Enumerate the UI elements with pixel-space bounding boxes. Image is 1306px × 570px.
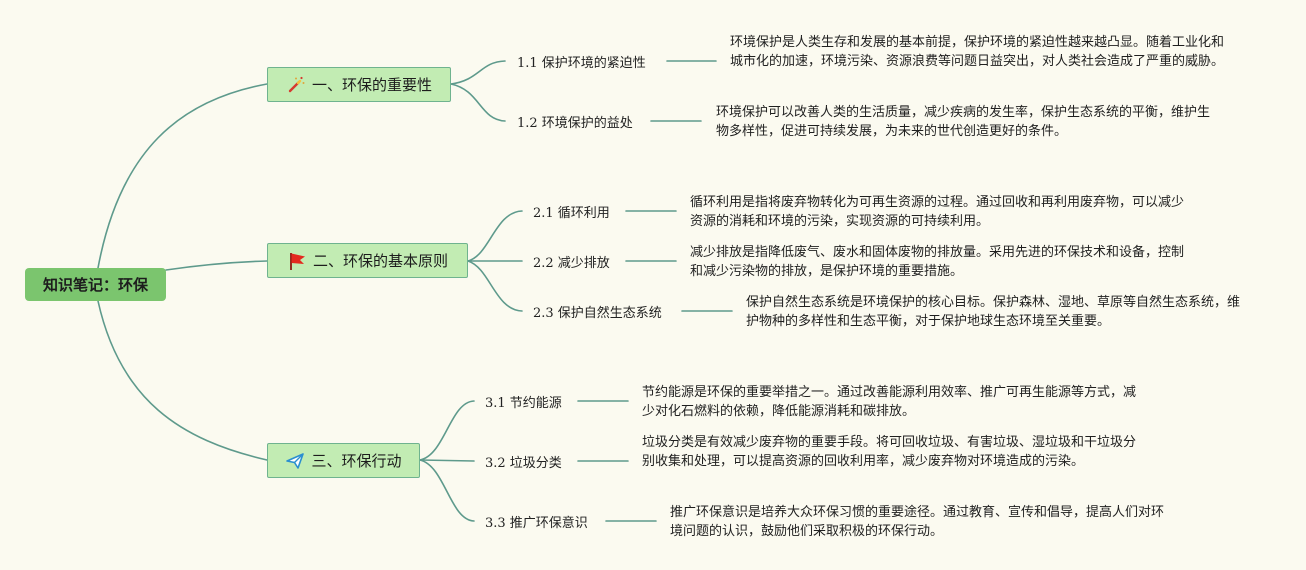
description-2-2: 减少排放是指降低废气、废水和固体废物的排放量。采用先进的环保技术和设备，控制和减… — [690, 245, 1185, 279]
description-2-1: 循环利用是指将废弃物转化为可再生资源的过程。通过回收和再利用废弃物，可以减少资源… — [690, 195, 1185, 229]
paper-plane-icon — [285, 451, 305, 471]
description-3-2: 垃圾分类是有效减少废弃物的重要手段。将可回收垃圾、有害垃圾、湿垃圾和干垃圾分别收… — [642, 435, 1137, 469]
subtopic-2-3[interactable]: 2.3 保护自然生态系统 — [533, 306, 662, 321]
subtopic-1-1[interactable]: 1.1 保护环境的紧迫性 — [517, 56, 646, 71]
connector-root-branch-3 — [97, 300, 268, 461]
description-2-3: 保护自然生态系统是环境保护的核心目标。保护森林、湿地、草原等自然生态系统，维护物… — [746, 295, 1241, 329]
subtopic-2-1[interactable]: 2.1 循环利用 — [533, 206, 610, 221]
subtopic-3-2[interactable]: 3.2 垃圾分类 — [485, 456, 562, 471]
connector-b3-s1 — [419, 400, 475, 461]
connector-root-branch-2 — [165, 260, 268, 271]
connector-b3-s3 — [419, 459, 475, 522]
root-node[interactable]: 知识笔记：环保 — [25, 268, 166, 301]
description-3-3: 推广环保意识是培养大众环保习惯的重要途径。通过教育、宣传和倡导，提高人们对环境问… — [670, 505, 1165, 539]
subtopic-1-2[interactable]: 1.2 环境保护的益处 — [517, 116, 633, 131]
branch-importance[interactable]: 一、环保的重要性 — [267, 67, 451, 102]
branch-principles[interactable]: 二、环保的基本原则 — [267, 243, 468, 278]
connector-b3-s2 — [419, 459, 475, 462]
connector-b2-s3 — [467, 260, 523, 312]
branch-actions[interactable]: 三、环保行动 — [267, 443, 420, 478]
connector-b2-s1 — [467, 210, 523, 262]
description-1-2: 环境保护可以改善人类的生活质量，减少疾病的发生率，保护生态系统的平衡，维护生物多… — [716, 105, 1211, 139]
subtopic-3-1[interactable]: 3.1 节约能源 — [485, 396, 562, 411]
magic-wand-icon — [286, 75, 306, 95]
red-flag-icon — [287, 251, 307, 271]
connector-b1-s2 — [450, 83, 506, 122]
connector-root-branch-1 — [97, 83, 268, 269]
branch-label: 一、环保的重要性 — [311, 76, 432, 94]
description-1-1: 环境保护是人类生存和发展的基本前提，保护环境的紧迫性越来越凸显。随着工业化和城市… — [730, 35, 1225, 69]
branch-label: 三、环保行动 — [311, 452, 402, 470]
subtopic-3-3[interactable]: 3.3 推广环保意识 — [485, 516, 588, 531]
branch-label: 二、环保的基本原则 — [312, 252, 448, 270]
connector-b1-s1 — [450, 60, 506, 85]
root-label: 知识笔记：环保 — [42, 276, 148, 294]
description-3-1: 节约能源是环保的重要举措之一。通过改善能源利用效率、推广可再生能源等方式，减少对… — [642, 385, 1137, 419]
subtopic-2-2[interactable]: 2.2 减少排放 — [533, 256, 610, 271]
